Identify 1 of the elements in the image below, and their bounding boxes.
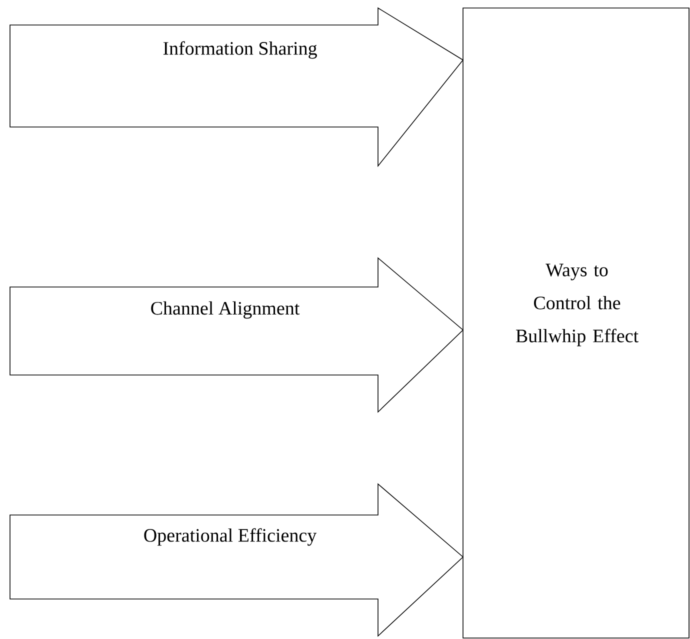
- target-box: Ways to Control the Bullwhip Effect: [462, 8, 690, 638]
